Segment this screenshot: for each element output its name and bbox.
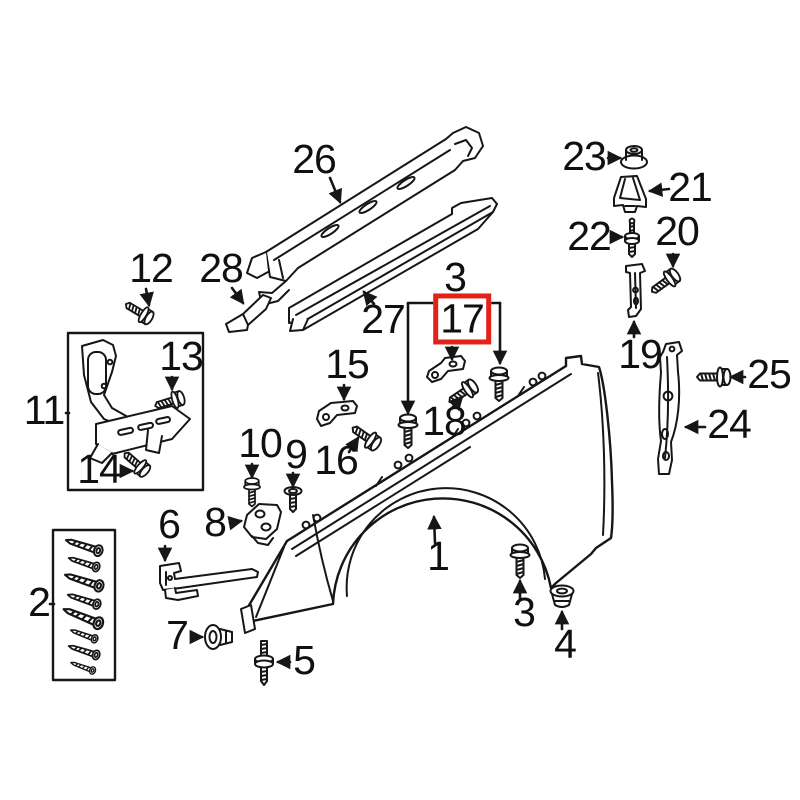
part-6-lower-bracket: [159, 562, 259, 601]
part-22-stud: [624, 217, 640, 258]
part-23-flange-nut: [620, 145, 648, 170]
part-4-grommet-nut: [549, 584, 575, 608]
part-callout-14[interactable]: 14: [77, 445, 122, 492]
part-19-channel-bracket: [625, 263, 646, 318]
part-1-fender-panel: [240, 354, 614, 634]
part-callout-8[interactable]: 8: [204, 498, 227, 545]
part-callout-23[interactable]: 23: [562, 132, 607, 179]
part-27-sill-strip: [288, 197, 498, 332]
part-callout-25[interactable]: 25: [747, 350, 792, 397]
part-callout-26[interactable]: 26: [292, 135, 337, 182]
part-callout-16[interactable]: 16: [314, 436, 359, 483]
part-15-strap-bracket: [316, 400, 358, 427]
part-callout-22[interactable]: 22: [567, 212, 612, 259]
part-17-strap-bracket: [426, 355, 466, 383]
part-callout-5[interactable]: 5: [293, 636, 316, 683]
part-callout-3[interactable]: 3: [444, 253, 467, 300]
part-21-buffer: [613, 175, 647, 213]
part-callout-2[interactable]: 2: [28, 578, 51, 625]
part-callout-9[interactable]: 9: [285, 430, 308, 477]
part-9-washer-screw: [283, 486, 303, 513]
part-callout-13[interactable]: 13: [159, 332, 204, 379]
part-callout-21[interactable]: 21: [668, 163, 713, 210]
part-11-support-bracket: [81, 339, 191, 464]
part-callout-6[interactable]: 6: [158, 500, 181, 547]
part-28-strip-bracket: [225, 294, 272, 333]
part-callout-7[interactable]: 7: [166, 611, 189, 658]
part-callout-12[interactable]: 12: [129, 244, 174, 291]
part-callout-3[interactable]: 3: [513, 588, 536, 635]
part-8-mount-bracket: [243, 503, 282, 546]
part-callout-15[interactable]: 15: [325, 340, 370, 387]
part-callout-4[interactable]: 4: [554, 620, 577, 667]
part-5-stud: [254, 640, 274, 686]
part-callout-19[interactable]: 19: [618, 330, 663, 377]
part-7-rivet: [204, 624, 233, 650]
part-callout-28[interactable]: 28: [199, 244, 244, 291]
part-24-guide-bracket: [657, 341, 683, 475]
part-callout-20[interactable]: 20: [655, 207, 700, 254]
part-callout-11[interactable]: 11: [23, 386, 66, 433]
part-callout-10[interactable]: 10: [238, 419, 283, 466]
part-callout-17-highlighted[interactable]: 17: [433, 293, 491, 345]
part-callout-27[interactable]: 27: [361, 295, 406, 342]
part-callout-1[interactable]: 1: [427, 532, 450, 579]
kit-box-bracket: [66, 331, 205, 492]
part-callout-18[interactable]: 18: [422, 397, 467, 444]
part-callout-24[interactable]: 24: [707, 400, 752, 447]
